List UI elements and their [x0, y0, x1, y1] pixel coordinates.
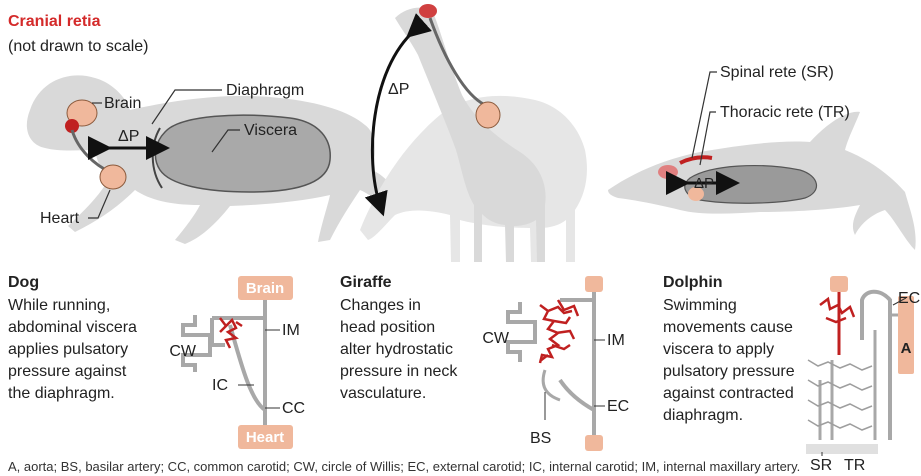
dolphin-delta-p-label: ΔP — [694, 175, 714, 192]
giraffe-brain — [419, 4, 437, 18]
dolphin-schematic-rete-top — [820, 299, 854, 322]
figure-title: Cranial retia — [8, 13, 101, 30]
dog-schematic-cc: CC — [282, 400, 305, 417]
dolphin-thoracic-label: Thoracic rete (TR) — [720, 104, 850, 121]
giraffe-title: Giraffe — [340, 274, 392, 291]
dog-title: Dog — [8, 274, 39, 291]
dolphin-illustration: ΔP Spinal rete (SR) Thoracic rete (TR) — [608, 64, 916, 250]
figure-subtitle: (not drawn to scale) — [8, 38, 149, 55]
giraffe-schematic-bs: BS — [530, 430, 551, 447]
giraffe-schematic-ec: EC — [607, 398, 629, 415]
figure-caption: A, aorta; BS, basilar artery; CC, common… — [8, 459, 800, 474]
dolphin-schematic-sr: SR — [810, 457, 832, 474]
dolphin-description: Swimming movements cause viscera to appl… — [663, 297, 799, 424]
dog-illustration: ΔP Brain Diaphragm Viscera Heart — [27, 75, 395, 244]
dog-schematic-im: IM — [282, 322, 300, 339]
dolphin-title: Dolphin — [663, 274, 723, 291]
giraffe-schematic: CW IM BS EC — [482, 276, 629, 451]
giraffe-delta-p-label: ΔP — [388, 81, 409, 98]
dog-brain-label: Brain — [104, 95, 141, 112]
dog-delta-p-label: ΔP — [118, 128, 139, 145]
giraffe-schematic-cw: CW — [482, 330, 510, 347]
dolphin-schematic-aorta — [898, 296, 914, 374]
dog-schematic-ic: IC — [212, 377, 228, 394]
dog-viscera — [155, 115, 330, 192]
dog-heart-label: Heart — [40, 210, 80, 227]
dolphin-schematic-net — [808, 360, 872, 430]
dog-heart — [100, 165, 126, 189]
dog-schematic-brain-label: Brain — [246, 280, 284, 297]
dog-schematic-heart-label: Heart — [246, 429, 284, 446]
giraffe-illustration: ΔP — [360, 4, 587, 262]
dog-schematic: Brain Heart CW IM IC CC — [169, 276, 305, 449]
dog-schematic-cw: CW — [169, 343, 197, 360]
dog-viscera-label: Viscera — [244, 122, 297, 139]
dolphin-schematic-ec: EC — [898, 290, 920, 307]
giraffe-heart — [476, 102, 500, 128]
dolphin-schematic-a: A — [901, 340, 912, 357]
giraffe-description: Changes in head position alter hydrostat… — [340, 297, 462, 402]
giraffe-schematic-rete — [540, 300, 578, 363]
dolphin-spinal-label: Spinal rete (SR) — [720, 64, 834, 81]
dog-description: While running, abdominal viscera applies… — [8, 297, 141, 402]
dolphin-schematic-tr: TR — [844, 457, 865, 474]
dolphin-schematic: EC A SR TR — [806, 276, 920, 474]
dog-diaphragm-label: Diaphragm — [226, 82, 304, 99]
giraffe-schematic-im: IM — [607, 332, 625, 349]
dolphin-brain — [658, 165, 678, 179]
